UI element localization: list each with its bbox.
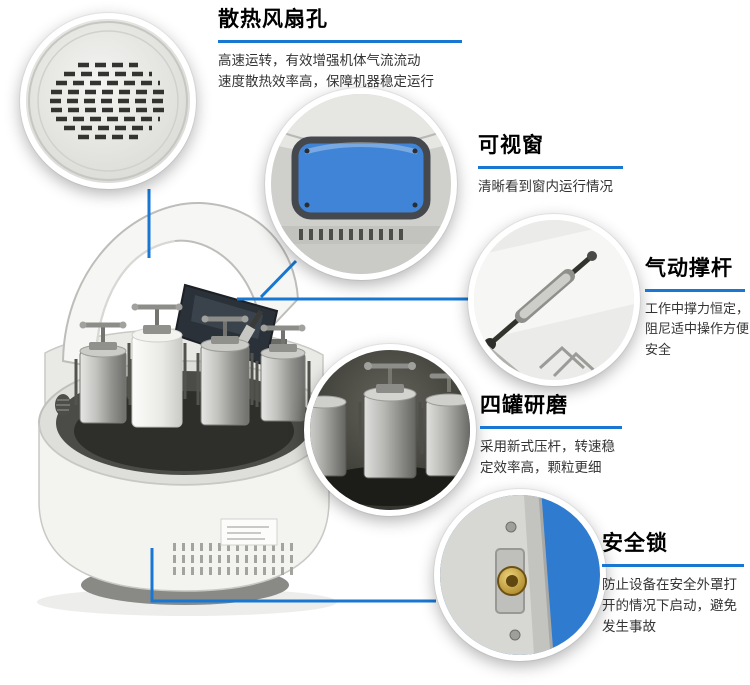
fan-vent-photo-circle: [20, 13, 196, 189]
window-glass: [291, 136, 431, 220]
machine-body: [38, 422, 330, 592]
callout-fan: 散热风扇孔 高速运转，有效增强机体气流流动 速度散热效率高，保障机器稳定运行: [218, 6, 462, 93]
callout-jars-underline: [480, 426, 622, 430]
gas-strut-photo-circle: [468, 214, 640, 386]
fan-grille-photo: [26, 19, 190, 183]
callout-jars: 四罐研磨 采用新式压杆，转速稳 定效率高，颗粒更细: [480, 392, 622, 479]
callout-fan-underline: [218, 40, 462, 44]
grinding-jars-photo-circle: [304, 344, 476, 516]
desc-line: 清晰看到窗内运行情况: [478, 179, 613, 196]
desc-line: 阻尼适中操作方便: [645, 322, 750, 338]
machine-side-fan-hole: [55, 394, 71, 416]
lock-connector-line: [150, 548, 436, 603]
fan-grille-slats: [50, 62, 166, 140]
gas-strut-photo: [474, 220, 634, 380]
callout-strut: 气动撑杆 工作中撑力恒定， 阻尼适中操作方便 安全: [645, 255, 749, 361]
callout-lock-underline: [602, 564, 744, 568]
desc-line: 速度散热效率高，保障机器稳定运行: [218, 74, 434, 91]
safety-lock-photo-circle: [434, 489, 606, 661]
callout-lock: 安全锁 防止设备在安全外罩打 开的情况下启动，避免 发生事故: [602, 530, 744, 638]
desc-line: 安全: [645, 342, 672, 358]
callout-lock-description: 防止设备在安全外罩打 开的情况下启动，避免 发生事故: [602, 575, 744, 638]
callout-lock-title: 安全锁: [602, 531, 668, 555]
machine-photo: [25, 193, 345, 627]
window-connector-line: [259, 259, 298, 299]
callout-jars-title: 四罐研磨: [480, 393, 568, 417]
planetary-mill-illustration: [37, 201, 337, 616]
desc-line: 高速运转，有效增强机体气流流动: [218, 53, 421, 70]
machine-label: [220, 518, 278, 546]
desc-line: 开的情况下启动，避免: [602, 598, 737, 615]
callout-jars-description: 采用新式压杆，转速稳 定效率高，颗粒更细: [480, 437, 622, 479]
callout-fan-description: 高速运转，有效增强机体气流流动 速度散热效率高，保障机器稳定运行: [218, 51, 462, 93]
desc-line: 发生事故: [602, 619, 656, 636]
callout-strut-title: 气动撑杆: [645, 256, 733, 280]
desc-line: 采用新式压杆，转速稳: [480, 439, 615, 456]
grinding-jars-photo: [310, 350, 470, 510]
viewing-window-photo-circle: [265, 88, 457, 280]
callout-window-title: 可视窗: [478, 133, 544, 157]
desc-line: 工作中撑力恒定，: [645, 302, 750, 318]
callout-strut-description: 工作中撑力恒定， 阻尼适中操作方便 安全: [645, 300, 749, 360]
callout-window: 可视窗 清晰看到窗内运行情况: [478, 132, 623, 198]
desc-line: 防止设备在安全外罩打: [602, 577, 737, 594]
callout-window-description: 清晰看到窗内运行情况: [478, 177, 623, 198]
callout-fan-title: 散热风扇孔: [218, 7, 328, 31]
machine-grinding-jars: [74, 303, 311, 428]
viewing-window-photo: [271, 94, 451, 274]
window-vent-slots: [299, 229, 403, 240]
desc-line: 定效率高，颗粒更细: [480, 460, 602, 477]
callout-strut-underline: [645, 289, 745, 293]
safety-lock-photo: [440, 495, 600, 655]
callout-window-underline: [478, 166, 623, 170]
